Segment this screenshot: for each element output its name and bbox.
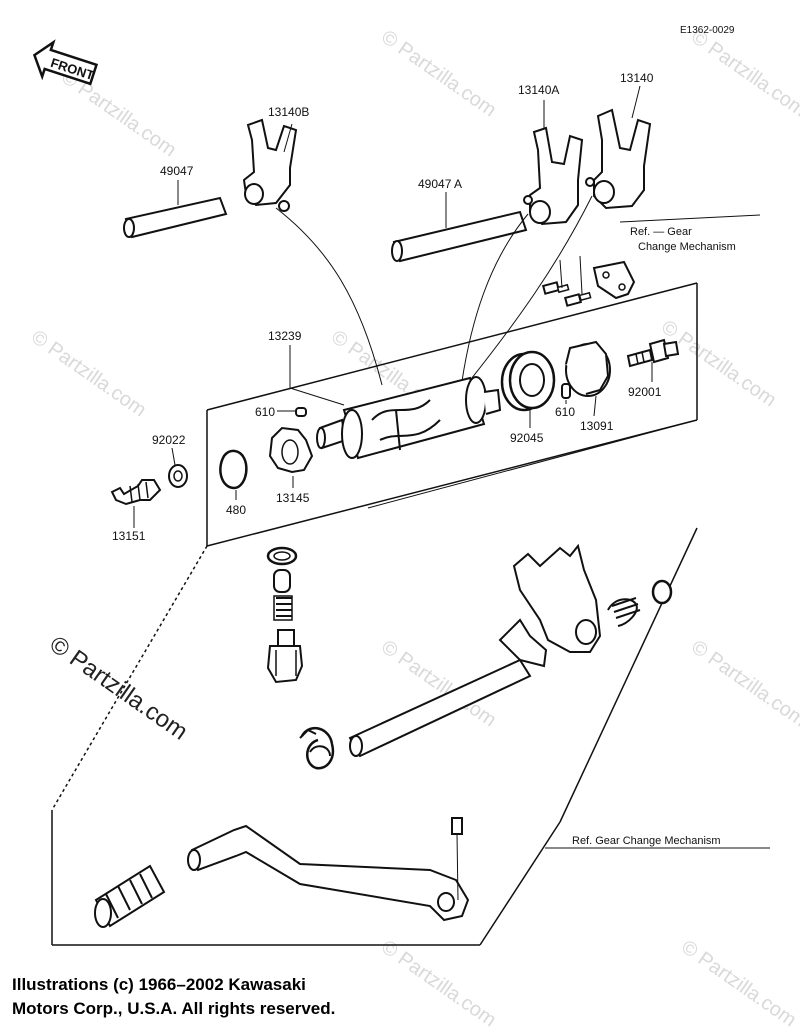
copyright-line-2: Motors Corp., U.S.A. All rights reserved… xyxy=(12,999,336,1018)
bearing-92045 xyxy=(500,350,556,428)
part-label-49047a: 49047 A xyxy=(418,177,462,191)
bolt-92001 xyxy=(626,338,680,382)
ref-label-top-1: Ref. — Gear xyxy=(630,226,692,238)
watermark: © Partzilla.com xyxy=(57,66,180,161)
part-label-610-left: 610 xyxy=(255,405,275,419)
watermark: © Partzilla.com xyxy=(687,26,800,121)
part-label-13145: 13145 xyxy=(276,491,310,505)
shift-fork-13140a xyxy=(523,100,584,226)
shift-fork-13140 xyxy=(585,85,652,210)
ref-label-bottom: Ref. Gear Change Mechanism xyxy=(572,835,721,847)
neutral-switch-13151 xyxy=(110,479,162,528)
part-label-610-right: 610 xyxy=(555,405,575,419)
shift-shaft-frame xyxy=(51,419,770,946)
pin-610-right xyxy=(561,383,571,404)
watermark: © Partzilla.com xyxy=(687,636,800,731)
circlip-480 xyxy=(219,449,248,500)
watermark: © Partzilla.com xyxy=(677,936,800,1031)
part-label-92022: 92022 xyxy=(152,433,186,447)
pin-610-left xyxy=(295,407,307,417)
shift-pedal xyxy=(94,817,470,928)
watermark: © Partzilla.com xyxy=(657,316,780,411)
part-label-13140b: 13140B xyxy=(268,105,309,119)
watermark: © Partzilla.com xyxy=(377,26,500,121)
shift-drum-13239 xyxy=(289,345,502,460)
detent-parts xyxy=(266,546,304,684)
part-label-13239: 13239 xyxy=(268,329,302,343)
part-label-13091: 13091 xyxy=(580,419,614,433)
part-label-13140: 13140 xyxy=(620,71,654,85)
diagram-code: E1362-0029 xyxy=(680,25,735,36)
part-label-92001: 92001 xyxy=(628,385,662,399)
watermark: © Partzilla.com xyxy=(377,936,500,1031)
part-label-92045: 92045 xyxy=(510,431,544,445)
part-label-480: 480 xyxy=(226,503,246,517)
shift-shaft-assembly xyxy=(299,543,673,770)
cam-13091 xyxy=(565,340,611,417)
copyright-notice: Illustrations (c) 1966–2002 Kawasaki Mot… xyxy=(12,973,335,1021)
drum-assembly-frame xyxy=(206,282,698,547)
part-label-13140a: 13140A xyxy=(518,83,559,97)
shaft-49047a xyxy=(391,192,528,263)
part-label-13151: 13151 xyxy=(112,529,146,543)
shaft-49047 xyxy=(123,180,228,239)
ref-label-top-2: Change Mechanism xyxy=(638,241,736,253)
bolts-and-plate xyxy=(541,255,636,307)
watermark-large: © Partzilla.com xyxy=(45,631,193,746)
washer-92022 xyxy=(168,447,188,488)
copyright-line-1: Illustrations (c) 1966–2002 Kawasaki xyxy=(12,975,306,994)
watermark: © Partzilla.com xyxy=(27,326,150,421)
part-label-49047: 49047 xyxy=(160,164,194,178)
shift-fork-13140b xyxy=(242,118,298,212)
cam-plate-13145 xyxy=(268,426,314,488)
